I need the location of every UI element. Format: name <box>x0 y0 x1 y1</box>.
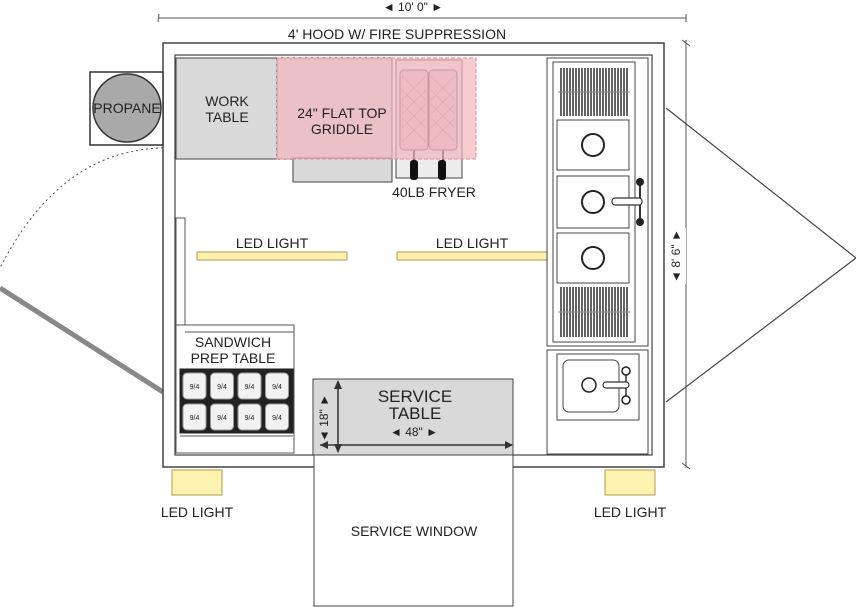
work-table: WORK TABLE <box>175 57 278 160</box>
led-light-bottom-left-label: LED LIGHT <box>161 504 234 520</box>
propane-label: PROPANE <box>93 100 160 116</box>
prep-pan <box>210 372 234 400</box>
prep-pan <box>237 403 262 431</box>
led-light-center-label: LED LIGHT <box>436 235 509 251</box>
service-table: SERVICE TABLE ◄ 48" ► ◄ 18" ► <box>312 378 514 456</box>
service-table-depth-label: ◄ 18" ► <box>317 394 331 442</box>
led-light-bottom-right-label: LED LIGHT <box>594 504 667 520</box>
prep-pan-size-label: 9/4 <box>245 415 255 422</box>
right-depth-dimension: ◄ 8' 6" ► <box>668 39 691 470</box>
work-table-label-2: TABLE <box>205 109 248 125</box>
prep-pan <box>210 403 234 431</box>
led-light-bottom-right: LED LIGHT <box>594 469 667 520</box>
top-width-dimension: ◄ 10' 0" ► <box>157 0 687 23</box>
prep-pans: 9/4 9/4 9/4 9/4 9/4 9/4 9/4 9/4 <box>182 372 289 431</box>
prep-pan-size-label: 9/4 <box>190 415 200 422</box>
propane-tank: PROPANE <box>89 71 164 146</box>
prep-pan-size-label: 9/4 <box>190 384 200 391</box>
service-table-width-label: ◄ 48" ► <box>390 425 438 439</box>
prep-pan-size-label: 9/4 <box>217 415 227 422</box>
trailer-tongue <box>665 107 856 403</box>
fryer-label: 40LB FRYER <box>392 184 476 200</box>
prep-pan-size-label: 9/4 <box>272 415 282 422</box>
hood-label: 4' HOOD W/ FIRE SUPPRESSION <box>288 26 506 42</box>
hood: 24" FLAT TOP GRIDDLE <box>276 57 477 160</box>
led-light-bottom-left: LED LIGHT <box>161 469 234 520</box>
work-table-label-1: WORK <box>205 93 249 109</box>
led-light-center: LED LIGHT <box>396 235 548 261</box>
service-table-label-2: TABLE <box>389 404 442 423</box>
led-light-left-label: LED LIGHT <box>236 235 309 251</box>
prep-pan-size-label: 9/4 <box>245 384 255 391</box>
service-window: SERVICE WINDOW <box>313 454 514 607</box>
prep-pan <box>237 372 262 400</box>
sink-drainboard-bottom <box>558 287 630 337</box>
sandwich-label-1: SANDWICH <box>195 334 271 350</box>
sandwich-label-2: PREP TABLE <box>191 350 276 366</box>
hand-sink <box>546 349 649 455</box>
prep-pan-size-label: 9/4 <box>272 384 282 391</box>
prep-pan <box>182 372 207 400</box>
led-light-left: LED LIGHT <box>196 235 348 261</box>
service-window-label: SERVICE WINDOW <box>351 523 478 539</box>
prep-pan <box>265 403 289 431</box>
prep-pan-size-label: 9/4 <box>217 384 227 391</box>
prep-pan <box>265 372 289 400</box>
sink-drainboard-top <box>558 68 630 116</box>
griddle-label-1: 24" FLAT TOP <box>297 105 387 121</box>
prep-pan <box>182 403 207 431</box>
griddle-label-2: GRIDDLE <box>311 121 373 137</box>
top-width-label: ◄ 10' 0" ► <box>383 0 443 14</box>
right-depth-label: ◄ 8' 6" ► <box>669 229 683 283</box>
three-compartment-sink <box>546 57 649 347</box>
door-swing <box>0 147 165 395</box>
service-table-label-1: SERVICE <box>378 387 452 406</box>
